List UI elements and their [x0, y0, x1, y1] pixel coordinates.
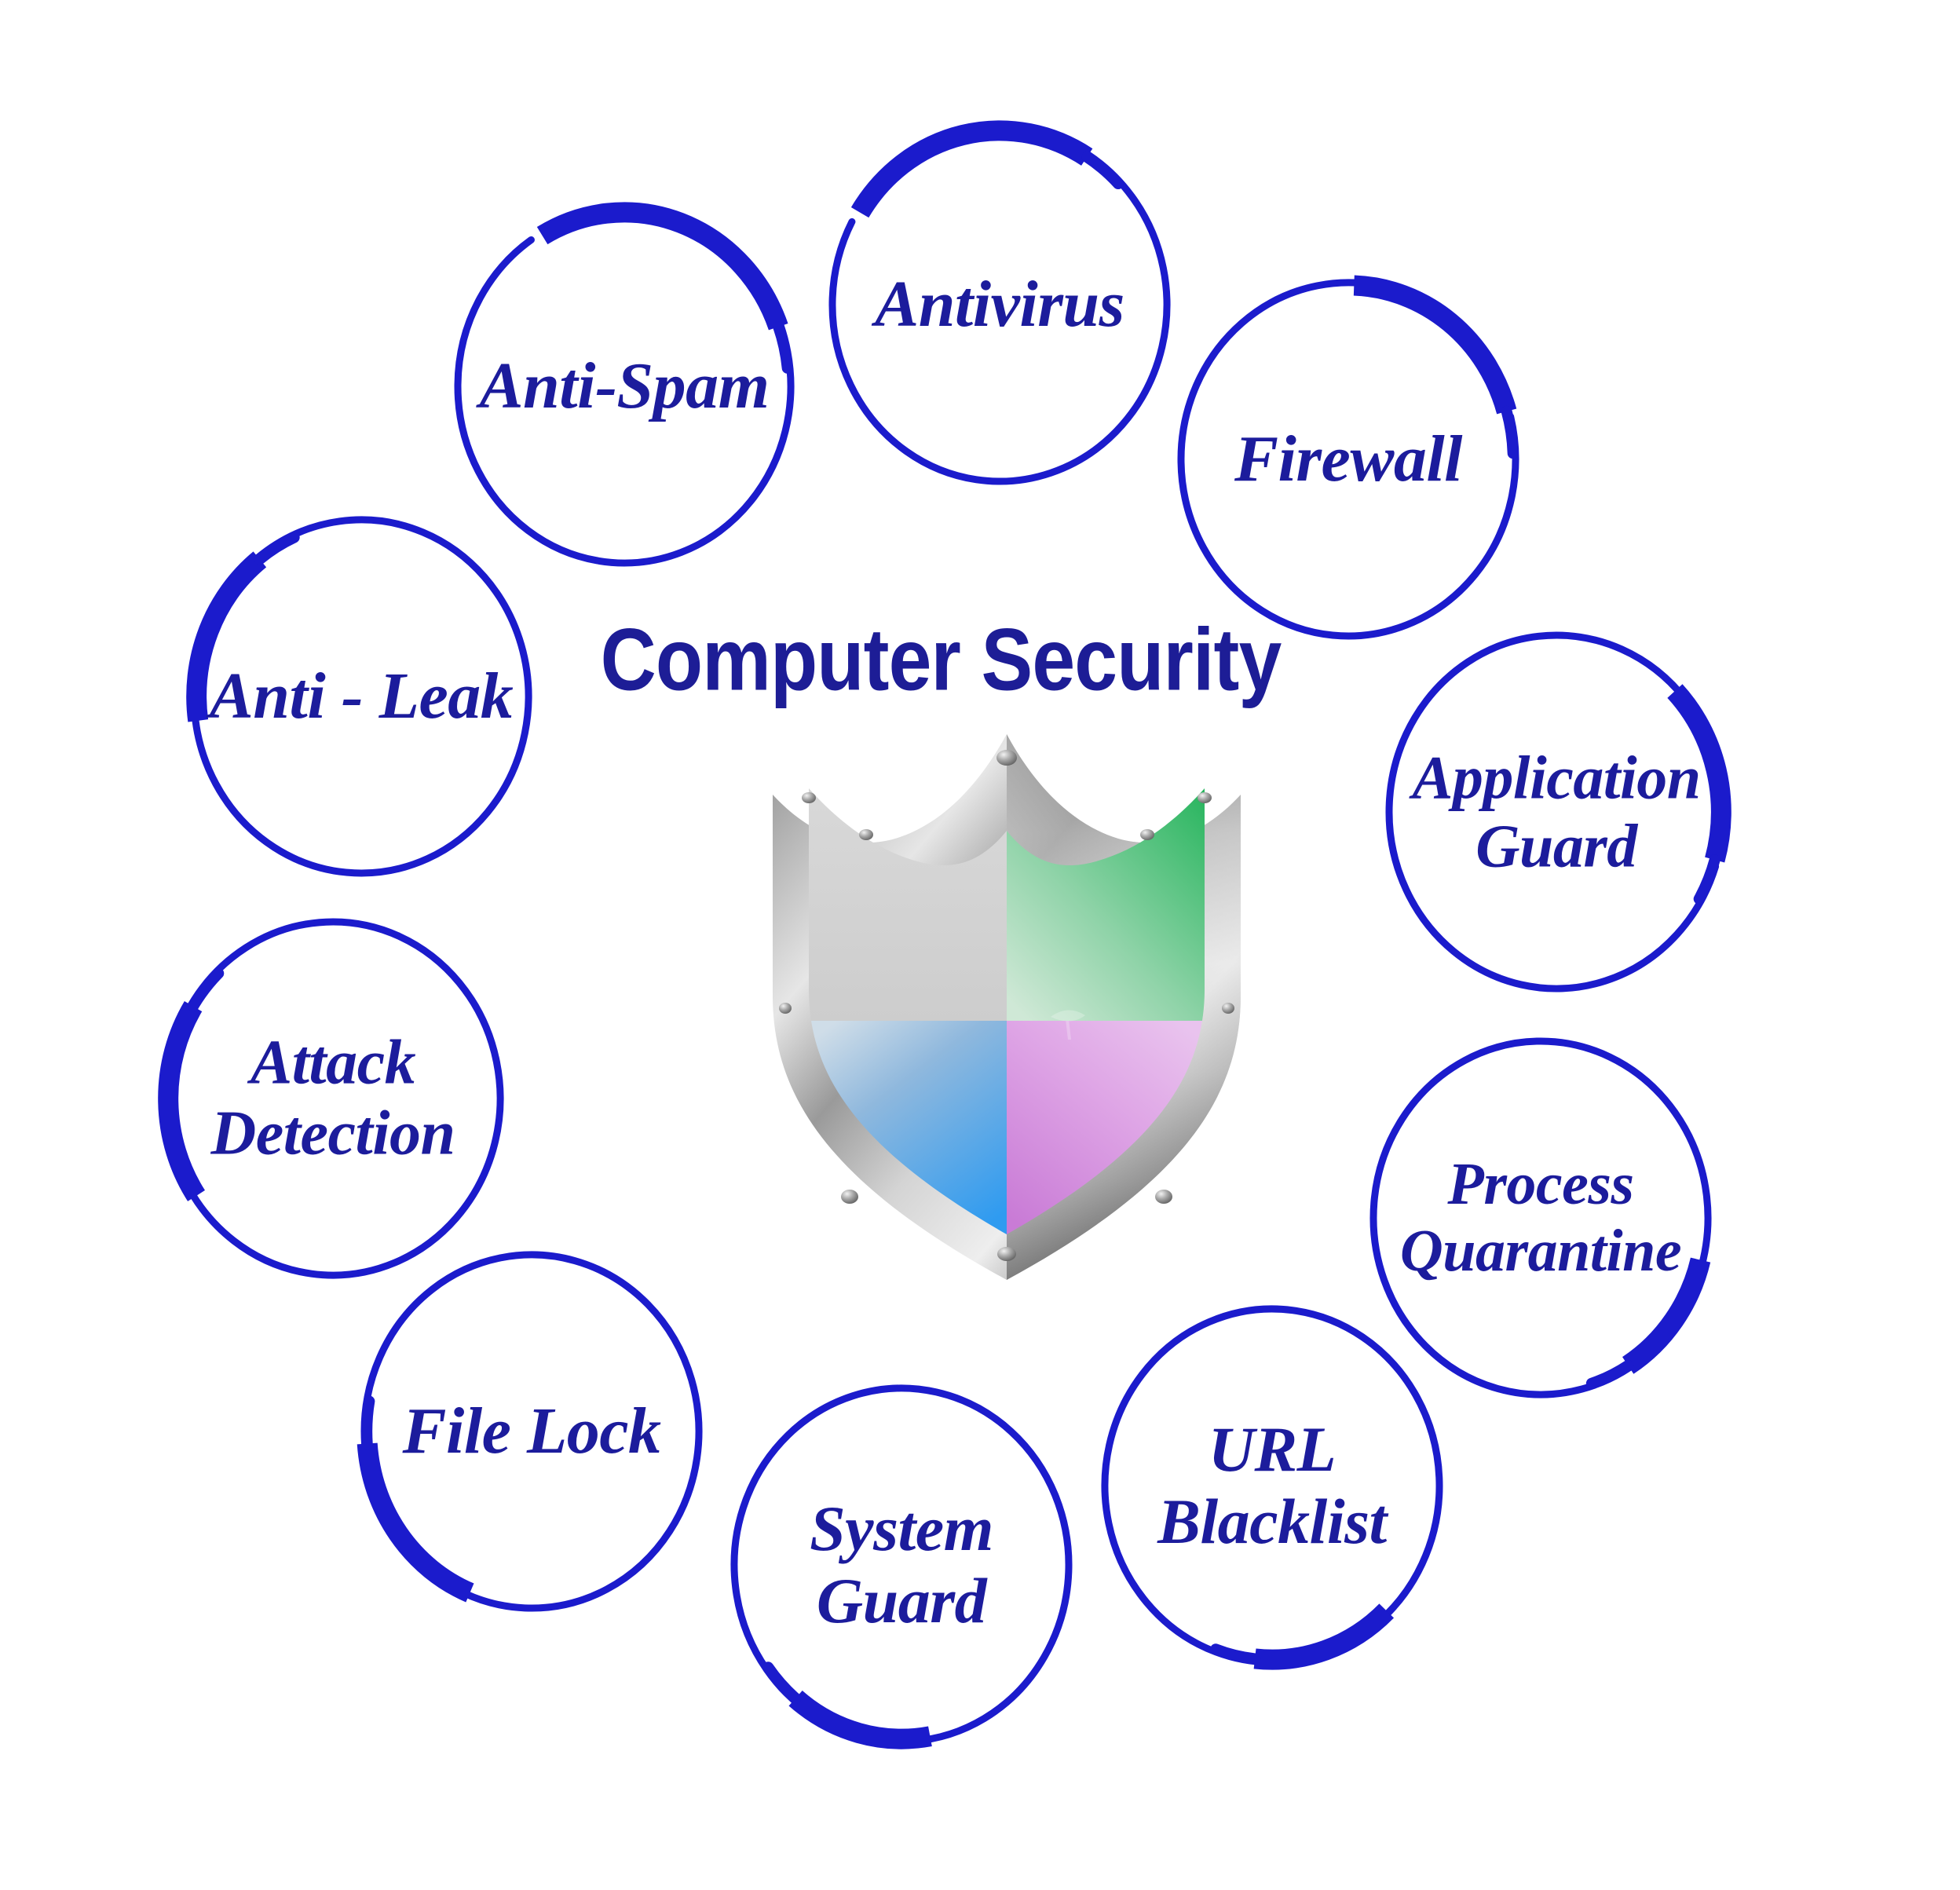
node-circle-attack-detection[interactable]	[158, 918, 504, 1279]
node-circle-system-guard[interactable]	[730, 1384, 1073, 1749]
node-circle-firewall[interactable]	[1177, 275, 1519, 640]
shield-watermark	[1051, 1010, 1085, 1040]
node-circles	[158, 120, 1731, 1749]
node-circle-url-blacklist[interactable]	[1101, 1305, 1443, 1670]
page-title: Computer Security	[600, 610, 1282, 709]
node-circle-antivirus[interactable]	[828, 120, 1171, 485]
shield-icon	[773, 734, 1241, 1280]
node-circle-file-lock[interactable]	[357, 1251, 703, 1612]
node-circle-anti-leak[interactable]	[186, 516, 532, 877]
node-circle-application-guard[interactable]	[1385, 631, 1731, 993]
node-circle-process-quarantine[interactable]	[1369, 1037, 1712, 1398]
node-circle-anti-spam[interactable]	[454, 202, 795, 567]
shield-rivets	[779, 750, 1234, 1261]
